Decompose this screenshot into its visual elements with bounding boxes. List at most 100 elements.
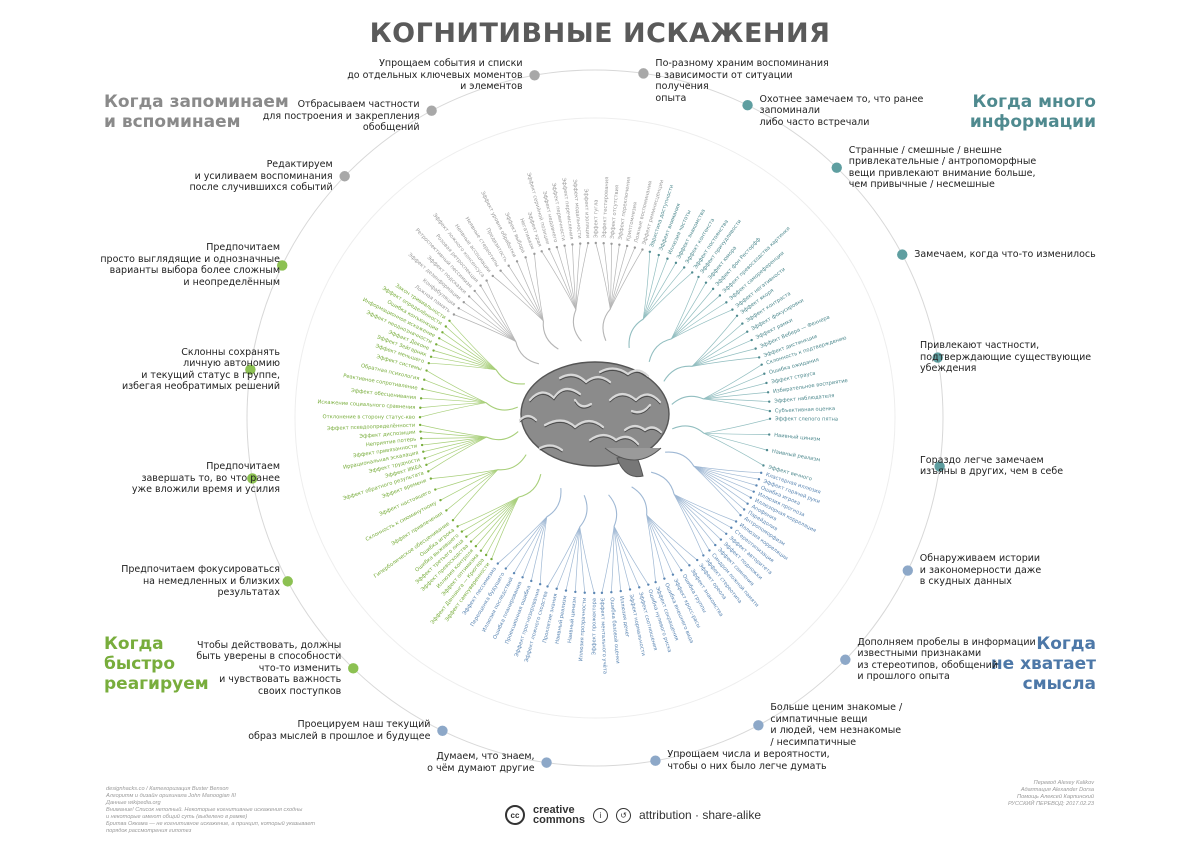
bias-node xyxy=(456,525,459,528)
bias-branch xyxy=(703,432,764,466)
bias-label: Эффект обесценивания xyxy=(351,388,417,401)
bias-branch xyxy=(642,254,660,320)
bias-node xyxy=(735,314,739,317)
bias-node xyxy=(752,490,755,493)
branch-trunk xyxy=(665,451,695,467)
brain-fold-shadow xyxy=(589,436,639,447)
reason-dot xyxy=(742,100,753,111)
bias-branch xyxy=(642,262,677,320)
bias-node xyxy=(485,279,488,282)
bias-branch xyxy=(603,243,611,310)
bias-label: Эффект наблюдателя xyxy=(774,393,835,405)
bias-branch xyxy=(703,373,765,400)
bias-node xyxy=(515,260,519,263)
brain-fold xyxy=(598,367,650,378)
bias-node xyxy=(730,526,733,529)
reason-dot xyxy=(934,461,945,472)
credits-left: designhacks.co / Категоризация Buster Be… xyxy=(106,786,316,834)
bias-branch xyxy=(565,526,581,591)
bias-branch xyxy=(420,424,487,438)
bias-node xyxy=(496,562,500,565)
bias-node xyxy=(671,573,675,576)
branch-trunk xyxy=(672,425,705,434)
bias-branch xyxy=(646,514,682,571)
bias-branch xyxy=(449,320,497,371)
bias-node xyxy=(718,294,722,297)
bias-branch xyxy=(671,302,727,340)
reason-label: Замечаем, когда что-то изменилось xyxy=(914,248,1096,260)
branch-trunk xyxy=(631,486,648,516)
bias-node xyxy=(602,242,605,245)
brain-fold xyxy=(608,392,662,404)
bias-branch xyxy=(505,516,548,569)
bias-branch xyxy=(673,494,732,529)
bias-node xyxy=(473,289,476,293)
bias-branch xyxy=(428,362,497,371)
bias-node xyxy=(425,369,428,372)
bias-branch xyxy=(642,267,685,320)
bias-branch xyxy=(445,326,497,371)
bias-branch xyxy=(646,514,674,575)
bias-node xyxy=(690,271,694,274)
bias-branch xyxy=(452,469,499,521)
bias-branch xyxy=(671,295,721,340)
bias-branch xyxy=(703,398,770,412)
reason-dot xyxy=(840,654,851,665)
bias-label: Иллюзия денег xyxy=(618,596,630,639)
bias-node xyxy=(451,519,455,522)
brain-fold xyxy=(630,403,652,414)
bias-branch xyxy=(572,244,577,310)
bias-branch xyxy=(463,301,517,342)
bias-node xyxy=(445,509,448,512)
bias-branch xyxy=(671,288,714,340)
bias-node xyxy=(457,307,460,310)
reason-dot xyxy=(426,105,437,116)
bias-node xyxy=(484,553,488,557)
brain-fold xyxy=(528,387,582,402)
outer-ring xyxy=(246,69,944,767)
bias-branch xyxy=(475,496,519,547)
bias-branch xyxy=(642,272,693,320)
bias-node xyxy=(757,478,761,481)
brain-fold xyxy=(588,433,640,446)
bias-label: Эффект модальности xyxy=(571,179,582,239)
bias-branch xyxy=(703,398,770,403)
bias-branch xyxy=(547,526,581,587)
bias-label: Ошибка базовой оценки xyxy=(608,597,621,664)
bias-node xyxy=(499,269,502,272)
reason-dot xyxy=(348,663,359,674)
branch-trunk xyxy=(608,494,618,527)
bias-node xyxy=(618,243,621,246)
bias-branch xyxy=(646,515,656,583)
bias-branch xyxy=(564,245,577,310)
bias-branch xyxy=(423,436,487,453)
bias-label: Иллюзия прозрачности xyxy=(578,598,588,662)
reason-dot xyxy=(277,260,288,271)
bias-node xyxy=(574,590,577,594)
bias-label: Субъективная оценка xyxy=(775,406,835,414)
bias-node xyxy=(666,257,669,260)
bias-branch xyxy=(497,516,548,564)
reason-dot xyxy=(638,68,649,79)
bias-node xyxy=(741,322,744,325)
bias-node xyxy=(419,406,422,409)
bias-branch xyxy=(691,315,738,367)
bias-node xyxy=(438,337,441,340)
reason-dots xyxy=(245,68,945,768)
bias-node xyxy=(746,330,749,333)
bias-label: Эффект изоляции xyxy=(582,189,590,239)
bias-branch xyxy=(513,516,548,574)
bias-branch xyxy=(430,356,497,371)
bias-node xyxy=(564,589,568,592)
bias-node xyxy=(462,301,465,304)
bias-node xyxy=(467,295,471,298)
bias-branch xyxy=(613,526,622,592)
bias-node xyxy=(504,567,508,570)
bias-branch xyxy=(433,350,497,371)
bias-branch xyxy=(430,469,498,479)
brain-fold xyxy=(573,398,593,408)
bias-branch xyxy=(609,244,620,310)
bias-branch xyxy=(609,247,636,310)
